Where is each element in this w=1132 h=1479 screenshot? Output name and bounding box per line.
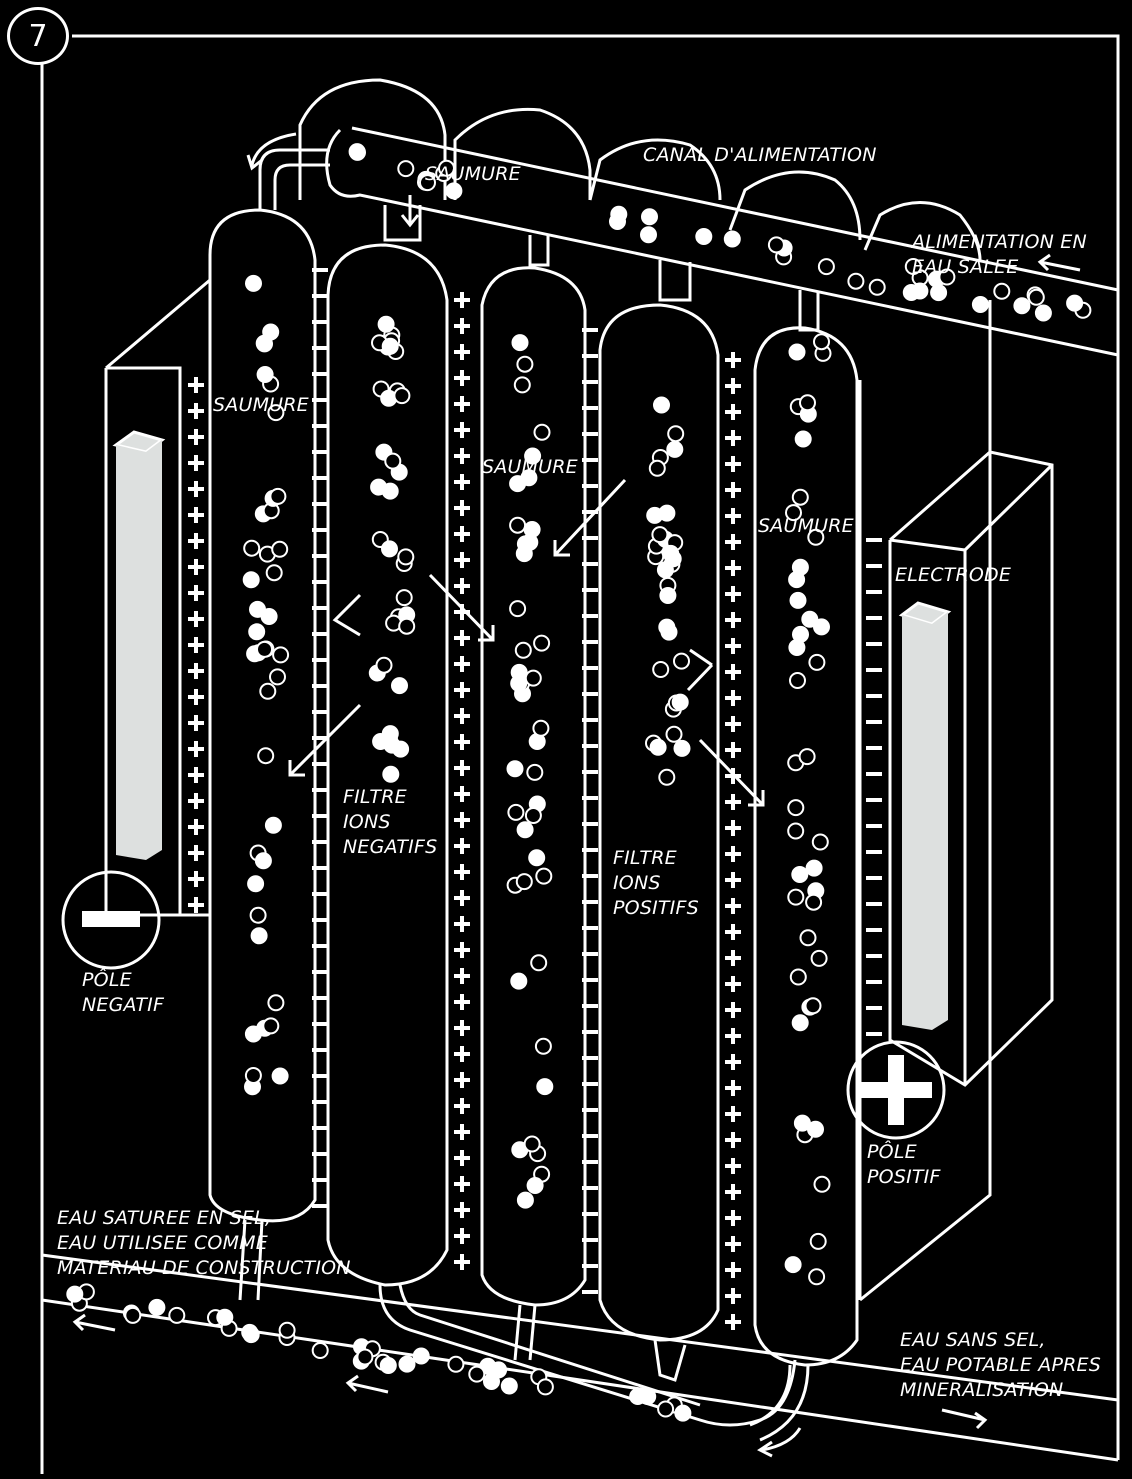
label-alimentation: ALIMENTATION EN EAU SALEE bbox=[912, 230, 1087, 280]
arrow-saumure-top bbox=[402, 195, 418, 225]
electrode-left bbox=[116, 440, 162, 860]
membrane-positive-4 bbox=[725, 352, 741, 1330]
plus-icon bbox=[860, 1055, 932, 1125]
minus-icon bbox=[82, 911, 140, 927]
label-electrode: ELECTRODE bbox=[895, 563, 1011, 588]
label-saumure-top: SAUMURE bbox=[425, 162, 521, 187]
arrow-ion-6 bbox=[688, 650, 712, 690]
label-saumure-3: SAUMURE bbox=[758, 514, 854, 539]
label-filtre-positifs: FILTRE IONS POSITIFS bbox=[613, 846, 699, 921]
arrow-out-left-1 bbox=[75, 1315, 115, 1330]
pipe-4 bbox=[800, 290, 818, 330]
arrow-out-left-2 bbox=[348, 1376, 388, 1392]
arrow-ion-3 bbox=[555, 480, 625, 555]
outflow-4 bbox=[655, 1340, 685, 1380]
ions-tank-2 bbox=[370, 317, 414, 782]
figure-number: 7 bbox=[28, 19, 47, 54]
membrane-positive-2 bbox=[454, 292, 470, 1270]
membrane-positive-left bbox=[188, 377, 204, 913]
pipe-2 bbox=[530, 235, 548, 265]
electrode-right bbox=[902, 612, 948, 1030]
label-filtre-negatifs: FILTRE IONS NEGATIFS bbox=[343, 785, 437, 860]
ions-bottom-channel bbox=[67, 1284, 690, 1420]
ions-tank-5 bbox=[786, 334, 831, 1284]
label-eau-saturee: EAU SATUREE EN SEL, EAU UTILISEE COMME M… bbox=[57, 1206, 351, 1281]
tank-5 bbox=[755, 328, 857, 1365]
label-saumure-2: SAUMURE bbox=[482, 455, 578, 480]
pipe-3 bbox=[660, 260, 690, 300]
arrow-out-right bbox=[942, 1410, 985, 1428]
label-saumure-1: SAUMURE bbox=[213, 393, 309, 418]
ions-tank-4 bbox=[646, 398, 690, 785]
label-pole-positif: PÔLE POSITIF bbox=[867, 1140, 941, 1190]
membrane-negative-right bbox=[866, 540, 882, 1034]
top-return-pipe bbox=[260, 150, 330, 210]
pipe-1 bbox=[385, 205, 420, 240]
label-eau-sans-sel: EAU SANS SEL, EAU POTABLE APRES MINERALI… bbox=[900, 1328, 1101, 1403]
arrow-ion-5 bbox=[335, 595, 360, 635]
label-canal: CANAL D'ALIMENTATION bbox=[643, 143, 877, 168]
label-pole-negatif: PÔLE NEGATIF bbox=[82, 968, 164, 1018]
figure-number-badge: 7 bbox=[7, 7, 69, 65]
outflow-3 bbox=[515, 1305, 535, 1360]
arrow-bottom-curve bbox=[760, 1428, 800, 1456]
tank-1 bbox=[210, 210, 315, 1221]
